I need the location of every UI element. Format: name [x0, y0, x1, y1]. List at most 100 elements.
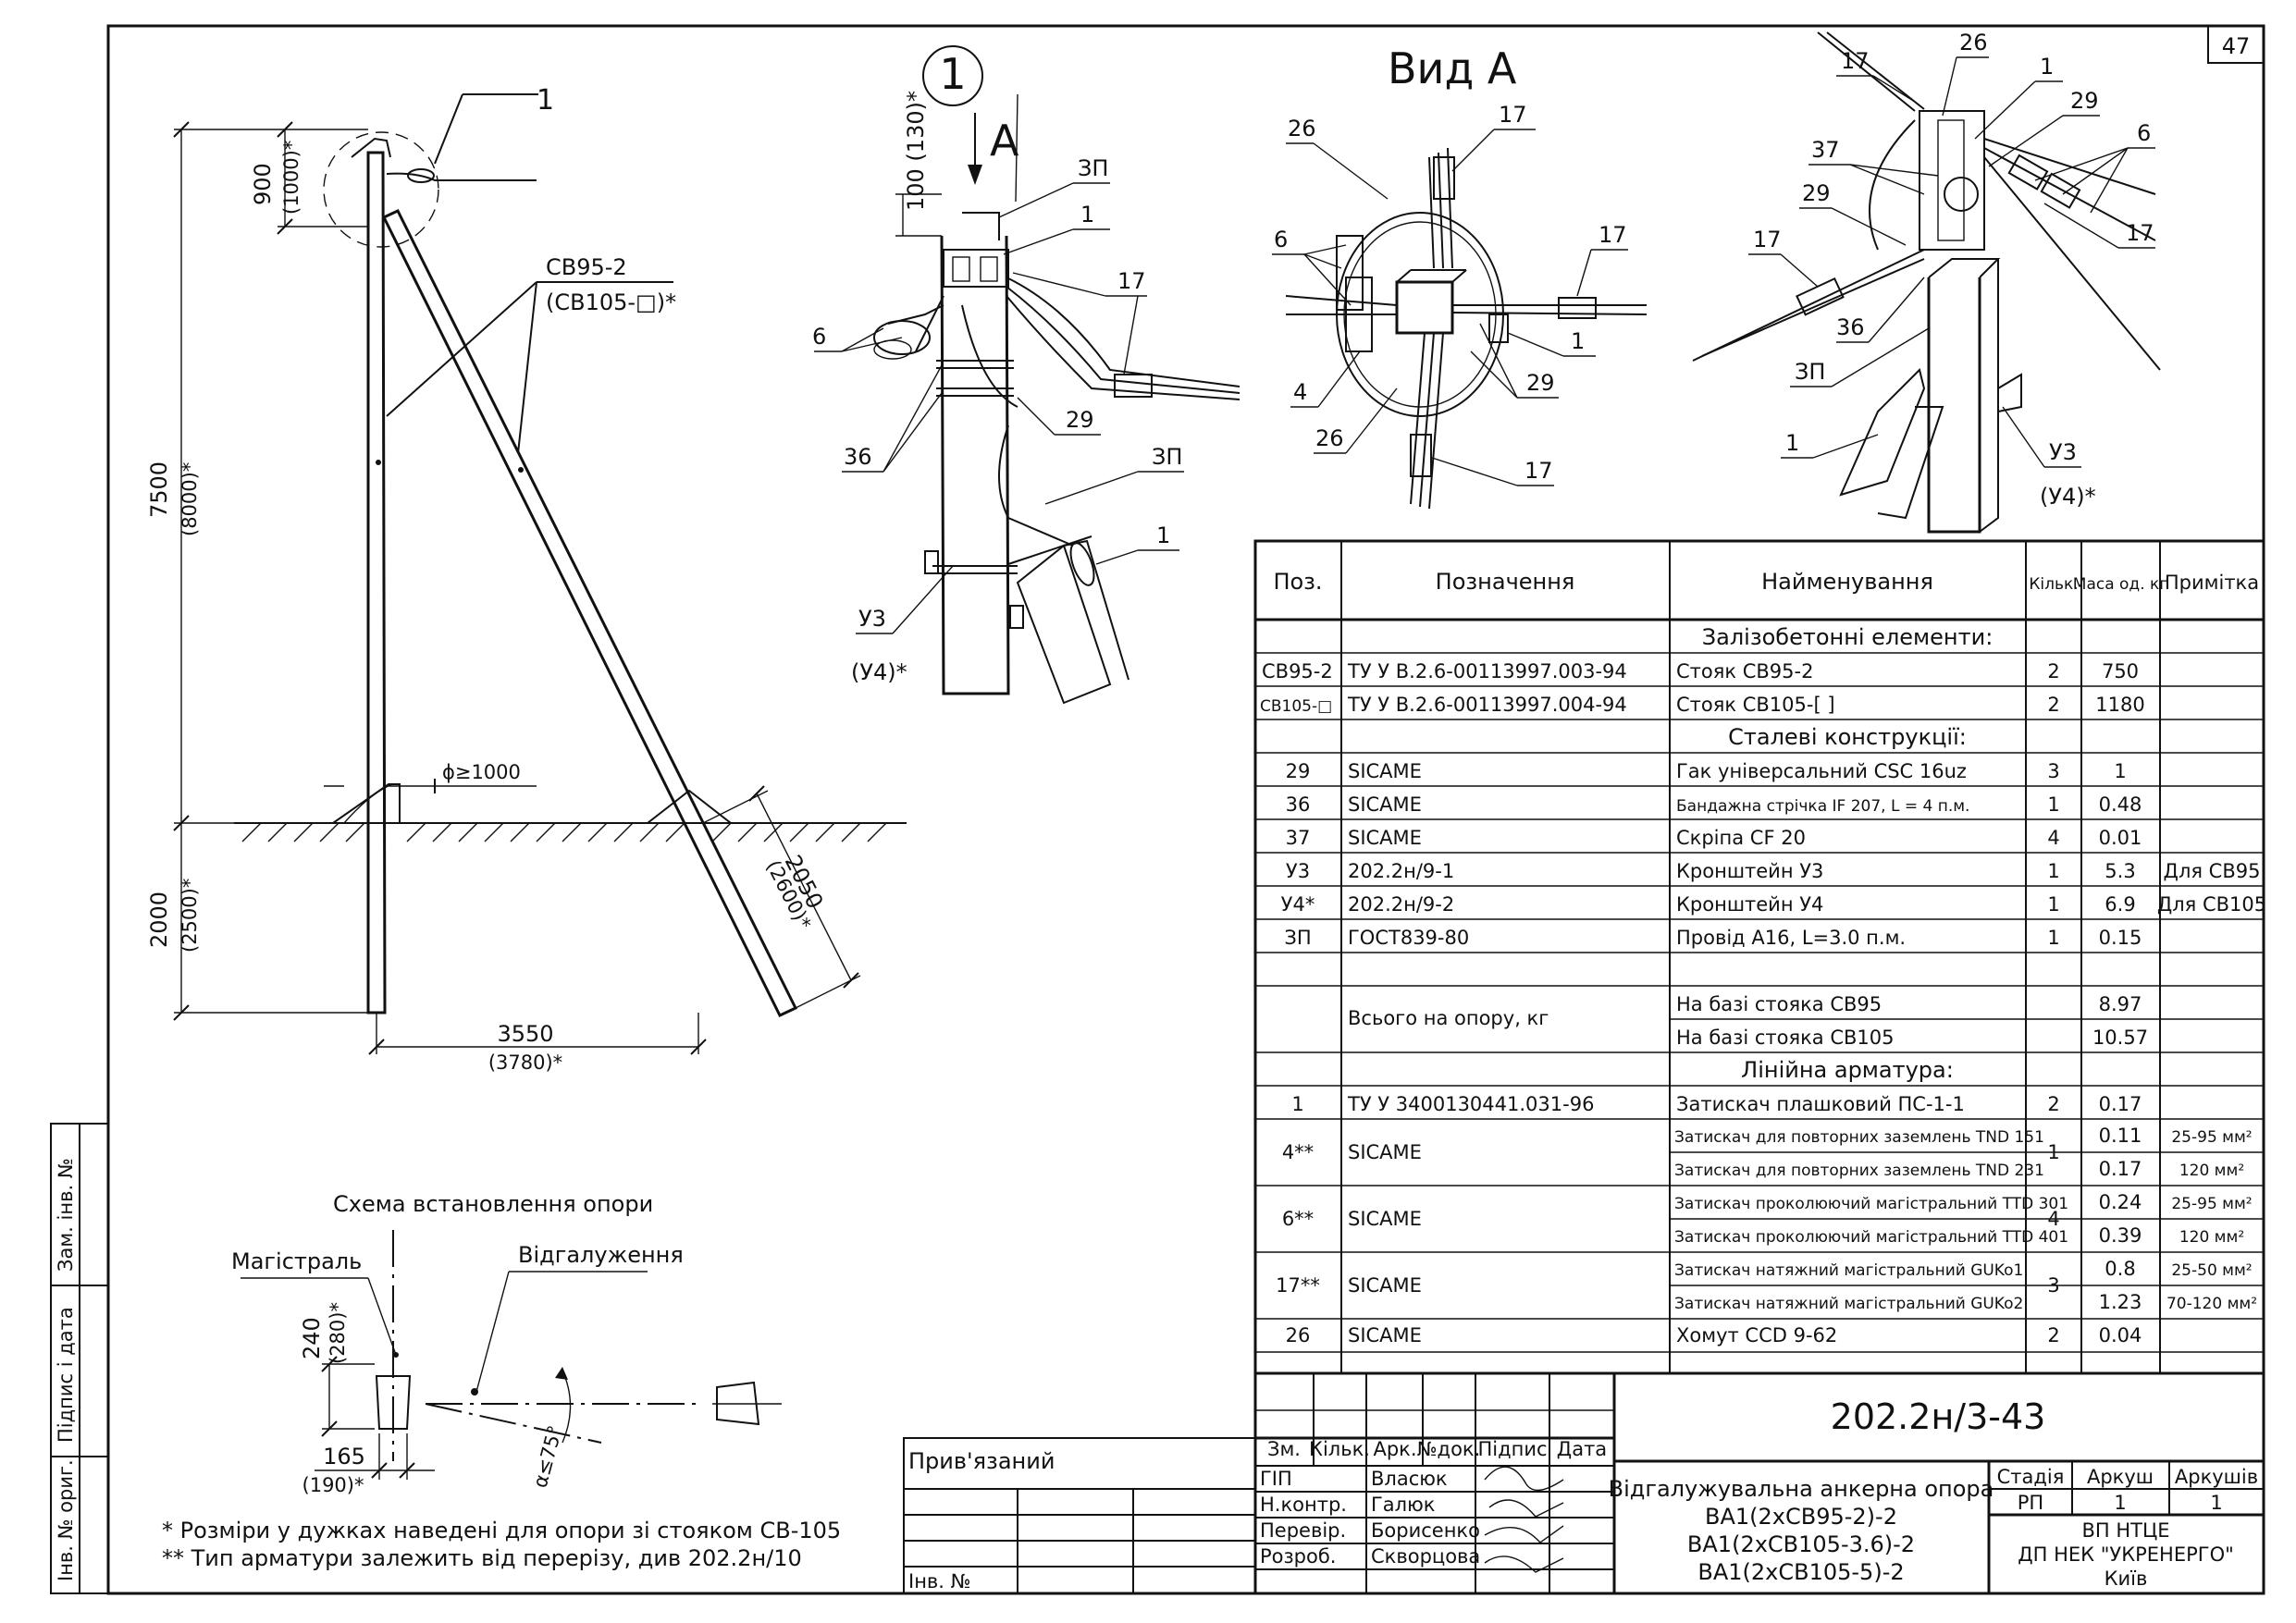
- svg-text:1: 1: [2047, 860, 2059, 882]
- svg-text:202.2н/9-1: 202.2н/9-1: [1348, 860, 1454, 882]
- svg-text:Для СВ105: Для СВ105: [2157, 893, 2266, 916]
- th-pos: Поз.: [1273, 569, 1322, 595]
- svg-text:2: 2: [2047, 1324, 2059, 1346]
- svg-text:70-120 мм²: 70-120 мм²: [2166, 1295, 2257, 1313]
- callout-1-pole: 1: [537, 84, 554, 117]
- iso-label-p26: 26: [1959, 30, 1988, 55]
- svg-text:25-50 мм²: 25-50 мм²: [2171, 1261, 2252, 1280]
- scheme-dim-280: (280)*: [327, 1302, 349, 1364]
- view-label-p6: 6: [1274, 227, 1288, 252]
- scheme-angle: α≤75°: [529, 1423, 567, 1491]
- svg-text:ТУ У 3400130441.031-96: ТУ У 3400130441.031-96: [1347, 1093, 1594, 1115]
- view-label-p1: 1: [1571, 328, 1585, 354]
- svg-text:120 мм²: 120 мм²: [2179, 1228, 2244, 1247]
- svg-text:Н.контр.: Н.контр.: [1260, 1494, 1347, 1516]
- total-label: Всього на опору, кг: [1348, 1007, 1549, 1029]
- stamp-inv-orig: Інв. № ориг.: [55, 1459, 77, 1581]
- svg-text:Підпис: Підпис: [1477, 1438, 1547, 1460]
- svg-text:Затискач для повторних заземле: Затискач для повторних заземлень TND 231: [1674, 1162, 2044, 1180]
- svg-text:Розроб.: Розроб.: [1260, 1545, 1336, 1568]
- svg-text:25-95 мм²: 25-95 мм²: [2171, 1195, 2252, 1213]
- dim-phi: ϕ≥1000: [442, 761, 521, 783]
- side-stamp: Інв. № ориг. Підпис і дата Зам. інв. №: [50, 1123, 109, 1594]
- svg-text:4**: 4**: [1282, 1141, 1314, 1163]
- iso-label-p29: 29: [2070, 88, 2099, 114]
- svg-text:SICAME: SICAME: [1348, 1141, 1422, 1163]
- svg-text:Скріпа CF 20: Скріпа CF 20: [1676, 827, 1806, 849]
- svg-text:1: 1: [1291, 1093, 1303, 1115]
- scheme-dim-190: (190)*: [302, 1474, 364, 1496]
- linked-stamp: Прив'язаний Інв. №: [903, 1437, 1256, 1594]
- svg-text:8.97: 8.97: [2099, 993, 2142, 1015]
- section-fittings: Лінійна арматура:: [1741, 1057, 1954, 1083]
- svg-text:0.48: 0.48: [2099, 793, 2142, 816]
- iso-label-u3: У3: [2049, 439, 2077, 465]
- svg-text:SICAME: SICAME: [1348, 1324, 1422, 1346]
- iso-label-p29b: 29: [1802, 180, 1831, 206]
- section-steel: Сталеві конструкції:: [1728, 724, 1967, 750]
- svg-text:ЗП: ЗП: [1284, 927, 1311, 949]
- svg-text:SICAME: SICAME: [1348, 1274, 1422, 1297]
- arrow-a-label: A: [990, 116, 1019, 166]
- iso-label-p6: 6: [2137, 120, 2151, 146]
- svg-text:Скворцова: Скворцова: [1371, 1545, 1480, 1568]
- svg-text:СВ105-□: СВ105-□: [1260, 697, 1332, 716]
- title-block: Зм. Кільк. Арк. №док. Підпис Дата ГІП Вл…: [1253, 1371, 2265, 1595]
- iso-label-p1: 1: [2040, 54, 2054, 80]
- svg-text:29: 29: [1286, 760, 1311, 782]
- detail-1-callout: 1: [939, 49, 966, 99]
- svg-text:Перевір.: Перевір.: [1260, 1519, 1346, 1542]
- svg-text:1: 1: [2047, 927, 2059, 949]
- svg-text:Затискач натяжний магістральни: Затискач натяжний магістральний GUKo2: [1674, 1295, 2023, 1313]
- svg-text:0.17: 0.17: [2099, 1158, 2142, 1180]
- svg-text:ТУ У В.2.6-00113997.003-94: ТУ У В.2.6-00113997.003-94: [1347, 660, 1627, 682]
- svg-text:1: 1: [2047, 793, 2059, 816]
- detail-label-p1: 1: [1080, 202, 1094, 227]
- svg-text:Аркушів: Аркушів: [2175, 1466, 2258, 1488]
- svg-text:202.2н/9-2: 202.2н/9-2: [1348, 893, 1454, 916]
- detail-label-p29: 29: [1066, 407, 1094, 433]
- svg-text:ВА1(2хСВ105-5)-2: ВА1(2хСВ105-5)-2: [1697, 1559, 1904, 1585]
- stamp-replace-inv: Зам. інв. №: [55, 1158, 77, 1272]
- scheme-main-line: Магістраль: [231, 1248, 362, 1274]
- th-name: Найменування: [1761, 569, 1933, 595]
- svg-text:Власюк: Власюк: [1371, 1468, 1448, 1490]
- dim-1000: (1000)*: [280, 141, 302, 215]
- iso-label-zp: ЗП: [1795, 359, 1825, 385]
- view-label-p4: 4: [1293, 379, 1307, 405]
- svg-text:Стадія: Стадія: [1997, 1466, 2065, 1488]
- view-label-p17c: 17: [1524, 458, 1553, 484]
- note-1: * Розміри у дужках наведені для опори зі…: [162, 1518, 841, 1543]
- svg-text:4: 4: [2047, 1208, 2059, 1230]
- svg-text:Хомут CCD 9-62: Хомут CCD 9-62: [1676, 1324, 1837, 1346]
- svg-text:Кільк.: Кільк.: [1309, 1438, 1370, 1460]
- dim-900: 900: [250, 163, 276, 205]
- svg-text:РП: РП: [2018, 1492, 2043, 1514]
- svg-text:Кронштейн У3: Кронштейн У3: [1676, 860, 1823, 882]
- iso-label-p17c: 17: [1753, 227, 1782, 252]
- view-label-p17b: 17: [1599, 222, 1627, 248]
- install-scheme: Схема встановлення опори Магістраль Відг…: [231, 1191, 782, 1496]
- svg-text:6**: 6**: [1282, 1208, 1314, 1230]
- scheme-dim-240: 240: [299, 1317, 325, 1359]
- detail-label-u4: (У4)*: [851, 659, 907, 685]
- svg-text:Борисенко: Борисенко: [1371, 1519, 1480, 1542]
- svg-text:Київ: Київ: [2105, 1568, 2148, 1590]
- linked-label: Прив'язаний: [908, 1448, 1055, 1474]
- svg-text:ДП НЕК "УКРЕНЕРГО": ДП НЕК "УКРЕНЕРГО": [2018, 1543, 2234, 1566]
- detail-dim-100: 100 (130)*: [903, 91, 929, 211]
- svg-text:10.57: 10.57: [2092, 1027, 2148, 1049]
- label-cb105: (СВ105-□)*: [546, 289, 676, 315]
- svg-text:SICAME: SICAME: [1348, 827, 1422, 849]
- spec-table: Поз. Позначення Найменування Кільк. Маса…: [1253, 539, 2266, 1375]
- svg-text:2: 2: [2047, 660, 2059, 682]
- svg-text:750: 750: [2102, 660, 2139, 682]
- iso-label-p17a: 17: [1841, 48, 1870, 74]
- svg-text:№док.: №док.: [1417, 1438, 1481, 1460]
- view-label-p26: 26: [1288, 116, 1316, 141]
- svg-text:На базі стояка СВ95: На базі стояка СВ95: [1676, 993, 1882, 1015]
- svg-text:0.11: 0.11: [2099, 1125, 2142, 1147]
- svg-text:4: 4: [2047, 827, 2059, 849]
- detail-label-zp2: ЗП: [1152, 444, 1182, 470]
- inv-no-label: Інв. №: [908, 1570, 971, 1592]
